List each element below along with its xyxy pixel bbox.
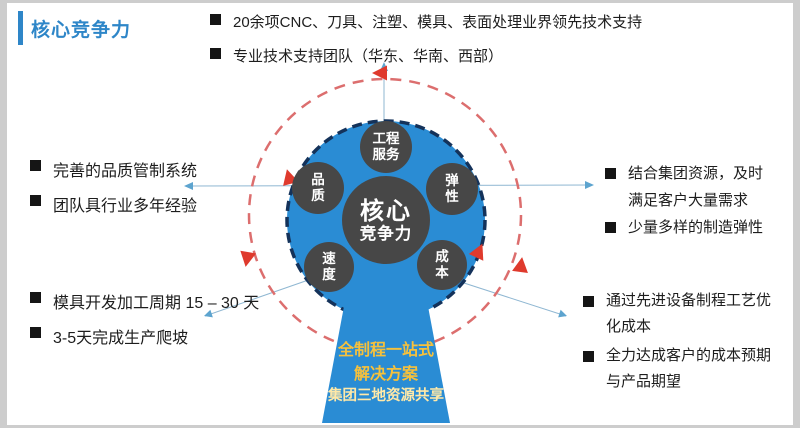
rotation-arrow-right-icon	[512, 257, 528, 274]
page-frame-right	[793, 0, 800, 428]
bullet-text: 专业技术支持团队（华东、华南、西部）	[233, 48, 504, 65]
list-item: 完善的品质管制系统	[30, 157, 197, 181]
rotation-arrow-top-icon	[372, 65, 387, 81]
bullet-list-left-bottom: 模具开发加工周期 15 – 30 天 3-5天完成生产爬坡	[30, 289, 259, 359]
center-circle	[342, 176, 430, 264]
label-line: 服务	[372, 147, 400, 162]
bullet-list-right-bottom: 通过先进设备制程工艺优化成本 全力达成客户的成本预期与产品期望	[583, 288, 771, 398]
label-line: 工程	[372, 131, 400, 146]
rotation-arrow-lower-right-icon	[468, 243, 484, 261]
square-bullet-icon	[210, 48, 221, 59]
square-bullet-icon	[30, 160, 41, 171]
page-title: 核心竞争力	[31, 19, 132, 41]
square-bullet-icon	[605, 222, 616, 233]
funnel-text-line1: 全制程一站式	[337, 342, 435, 359]
page-header: 核心竞争力	[18, 11, 131, 45]
satellite-circle-cost	[417, 240, 467, 290]
square-bullet-icon	[30, 195, 41, 206]
satellite-label-flexibility: 弹 性	[445, 173, 459, 205]
square-bullet-icon	[583, 296, 594, 307]
label-line: 性	[445, 189, 459, 204]
bullet-text: 完善的品质管制系统	[53, 163, 198, 180]
label-line: 本	[435, 265, 449, 280]
bullet-text: 结合集团资源，及时满足客户大量需求	[628, 165, 764, 209]
label-line: 品	[311, 172, 325, 187]
square-bullet-icon	[30, 292, 41, 303]
bullet-text: 20余项CNC、刀具、注塑、模具、表面处理业界领先技术支持	[233, 14, 643, 31]
square-bullet-icon	[30, 327, 41, 338]
label-line: 质	[311, 188, 325, 203]
title-accent-bar	[18, 11, 23, 45]
arrowhead-right-icon	[585, 181, 594, 189]
satellite-label-speed: 速 度	[322, 251, 336, 283]
label-line: 度	[322, 267, 336, 282]
satellite-circle-speed	[304, 242, 354, 292]
bullet-text: 3-5天完成生产爬坡	[53, 330, 189, 347]
bullet-list-right-top: 结合集团资源，及时满足客户大量需求 少量多样的制造弹性	[605, 160, 777, 241]
list-item: 专业技术支持团队（华东、华南、西部）	[210, 45, 650, 66]
arrowhead-left-icon	[184, 182, 193, 190]
bullet-text: 少量多样的制造弹性	[628, 219, 764, 236]
label-line: 速	[322, 251, 336, 266]
funnel-text-line2: 解决方案	[353, 366, 419, 383]
page-frame-bottom	[0, 425, 800, 428]
square-bullet-icon	[210, 14, 221, 25]
label-line: 弹	[445, 173, 459, 188]
bullet-list-top: 20余项CNC、刀具、注塑、模具、表面处理业界领先技术支持 专业技术支持团队（华…	[210, 11, 650, 79]
funnel-shape	[322, 301, 450, 423]
page-frame-left	[0, 0, 7, 428]
list-item: 结合集团资源，及时满足客户大量需求	[605, 160, 777, 214]
satellite-circle-engineering-service	[360, 121, 412, 173]
center-label-line1: 核心	[360, 198, 412, 225]
list-item: 3-5天完成生产爬坡	[30, 324, 259, 348]
bullet-text: 全力达成客户的成本预期与产品期望	[606, 347, 772, 390]
bullet-text: 模具开发加工周期 15 – 30 天	[53, 295, 260, 312]
list-item: 20余项CNC、刀具、注塑、模具、表面处理业界领先技术支持	[210, 11, 650, 32]
arrowhead-lower-left-icon	[204, 309, 213, 318]
square-bullet-icon	[583, 351, 594, 362]
bullet-text: 团队具行业多年经验	[53, 198, 198, 215]
center-label: 核心 竞争力	[360, 198, 413, 244]
bullet-list-left-top: 完善的品质管制系统 团队具行业多年经验	[30, 157, 197, 227]
arrowhead-lower-right-icon	[558, 309, 567, 318]
satellite-circle-flexibility	[426, 163, 478, 215]
list-item: 模具开发加工周期 15 – 30 天	[30, 289, 259, 313]
list-item: 团队具行业多年经验	[30, 192, 197, 216]
bullet-text: 通过先进设备制程工艺优化成本	[606, 292, 772, 335]
list-item: 少量多样的制造弹性	[605, 214, 777, 241]
rotation-arrow-lower-left-icon	[240, 250, 257, 267]
list-item: 通过先进设备制程工艺优化成本	[583, 288, 771, 340]
satellite-label-cost: 成 本	[435, 249, 449, 281]
square-bullet-icon	[605, 168, 616, 179]
satellite-circle-quality	[292, 162, 344, 214]
list-item: 全力达成客户的成本预期与产品期望	[583, 343, 771, 395]
page-frame-top	[0, 0, 800, 3]
satellite-label-engineering-service: 工程 服务	[373, 131, 400, 163]
center-label-line2: 竞争力	[359, 225, 413, 243]
satellite-label-quality: 品 质	[311, 172, 325, 204]
label-line: 成	[435, 249, 449, 264]
funnel-text-line3: 集团三地资源共享	[328, 388, 444, 404]
